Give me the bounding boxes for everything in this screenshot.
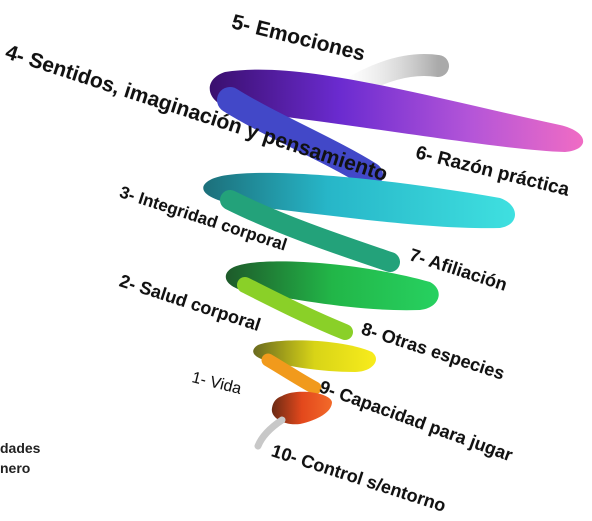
spiral-band-cyan (203, 172, 515, 229)
spiral-connector-blue (217, 87, 383, 188)
spiral-band-purple-pink (209, 69, 584, 152)
spiral-band-green (225, 261, 439, 311)
side-text-line-2: nero (0, 460, 31, 476)
spiral-band-red (271, 391, 332, 425)
side-text-line-1: dades (0, 440, 41, 456)
spiral-connector-lime (237, 277, 353, 340)
spiral-connector-teal (220, 190, 400, 272)
spiral-tail-bottom (254, 416, 286, 450)
spiral-connector-orange (261, 353, 322, 395)
